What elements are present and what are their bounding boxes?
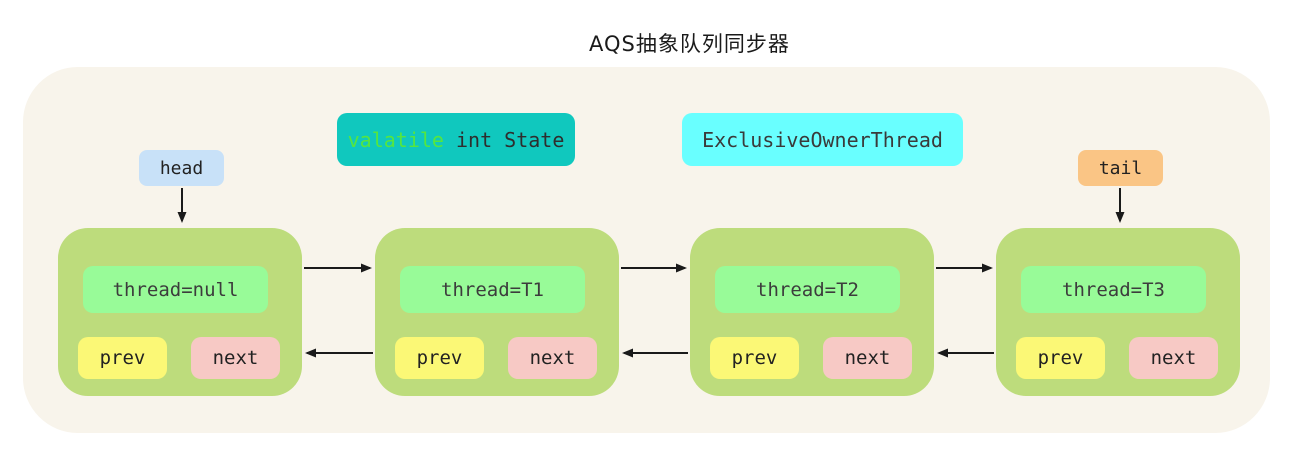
thread-value-box: thread=T1 xyxy=(400,266,585,313)
next-pointer-box: next xyxy=(191,337,280,379)
next-pointer-box: next xyxy=(1129,337,1218,379)
exclusive-owner-thread-text: ExclusiveOwnerThread xyxy=(702,127,943,152)
tail-pointer-text: tail xyxy=(1098,157,1143,179)
exclusive-owner-thread-label: ExclusiveOwnerThread xyxy=(682,113,963,166)
thread-value-box: thread=T3 xyxy=(1021,266,1206,313)
thread-value-box: thread=T2 xyxy=(715,266,900,313)
state-rest-text: int State xyxy=(443,127,565,152)
prev-pointer-box: prev xyxy=(78,337,167,379)
next-pointer-box: next xyxy=(823,337,912,379)
diagram-title: AQS抽象队列同步器 xyxy=(589,32,790,56)
queue-node-t2: thread=T2 prev next xyxy=(690,228,934,396)
next-pointer-box: next xyxy=(508,337,597,379)
prev-pointer-box: prev xyxy=(710,337,799,379)
prev-pointer-box: prev xyxy=(395,337,484,379)
tail-pointer-label: tail xyxy=(1078,150,1163,186)
prev-pointer-box: prev xyxy=(1016,337,1105,379)
queue-node-t3: thread=T3 prev next xyxy=(996,228,1240,396)
queue-node-t1: thread=T1 prev next xyxy=(375,228,619,396)
thread-value-box: thread=null xyxy=(83,266,268,313)
state-keyword-text: valatile xyxy=(347,127,444,152)
queue-node-head: thread=null prev next xyxy=(58,228,302,396)
head-pointer-text: head xyxy=(159,157,204,179)
volatile-state-label: valatile int State xyxy=(337,113,575,166)
head-pointer-label: head xyxy=(139,150,224,186)
